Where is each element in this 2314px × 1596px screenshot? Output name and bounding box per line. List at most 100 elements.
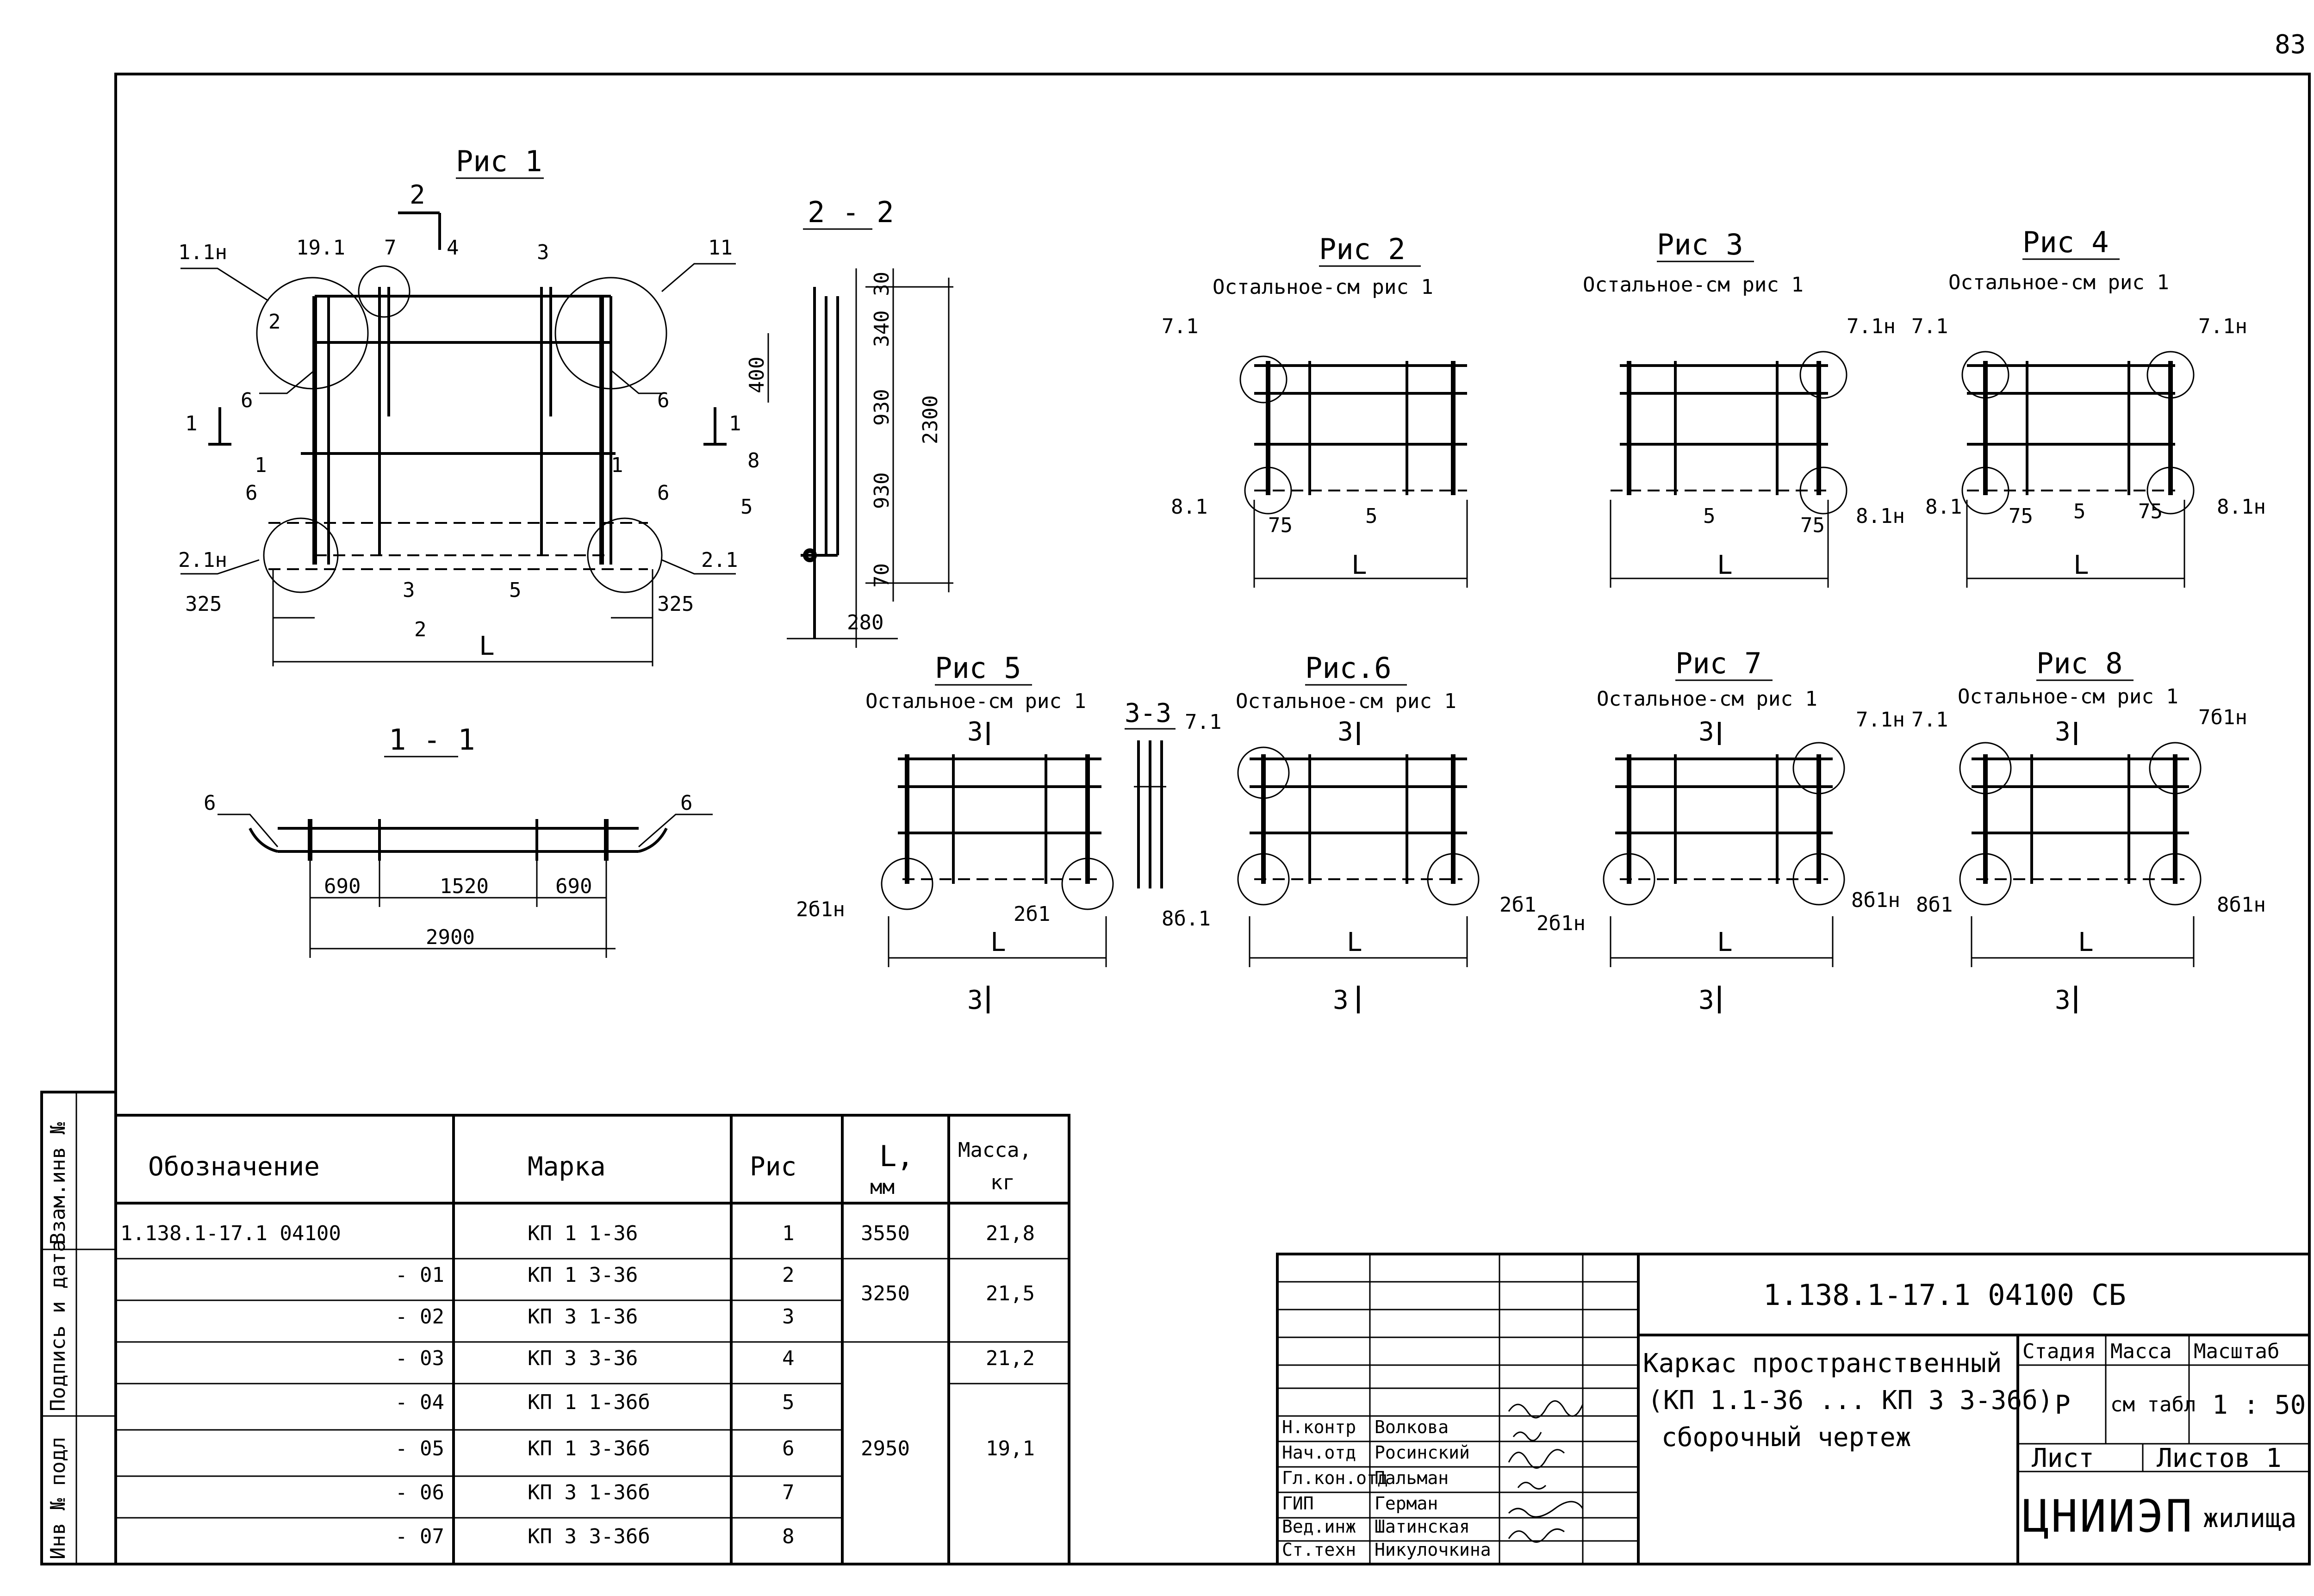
fig1-label-w: L [479, 631, 495, 661]
sec11-label-6a: 6 [204, 791, 216, 815]
row-mark: КП 1 3-36б [528, 1437, 650, 1460]
row-mark: КП 1 1-36б [528, 1391, 650, 1414]
fig1-label-c: 19.1 [296, 236, 345, 260]
row-fig: 5 [782, 1391, 795, 1414]
sec11-dim-1520: 1520 [440, 875, 489, 898]
fig3-subtitle: Остальное-см рис 1 [1583, 273, 1804, 297]
fig5-title: Рис 5 [935, 651, 1021, 685]
row-mass: 21,8 [986, 1222, 1035, 1245]
fig2-subtitle: Остальное-см рис 1 [1213, 275, 1433, 299]
fig3-label-L: L [1717, 550, 1733, 580]
fig8-label-3top: 3 [2055, 717, 2071, 747]
fig1-label-r: 3 [403, 578, 415, 602]
fig3-label-5: 5 [1703, 504, 1716, 528]
col-header-L: L, [879, 1139, 914, 1173]
fig7-label-3bot: 3 [1698, 985, 1714, 1015]
row-L: 3250 [861, 1282, 910, 1305]
sec22-dim-2300: 2300 [919, 395, 942, 444]
left-margin-strip: Инв № подл Подпись и дата Взам.инв № [40, 1091, 117, 1565]
fig5-label-2b1: 2б1 [1014, 902, 1050, 926]
sec22-dim-400: 400 [745, 357, 769, 393]
fig5-label-3bot: 3 [967, 985, 983, 1015]
fig4-label-75a: 75 [2009, 504, 2033, 528]
staff-role: Н.контр [1282, 1417, 1356, 1437]
staff-name: Герман [1375, 1493, 1438, 1514]
row-mass: 21,2 [986, 1347, 1035, 1370]
scale-label: Масштаб [2194, 1340, 2279, 1363]
fig7-label-2b1n: 2б1н [1536, 912, 1586, 935]
stage-value: Р [2055, 1390, 2071, 1420]
fig1-label-i: 6 [241, 389, 253, 412]
staff-role: ГИП [1282, 1493, 1314, 1514]
fig4-label-5: 5 [2073, 500, 2086, 523]
scale-value: 1 : 50 [2212, 1390, 2306, 1420]
row-fig: 3 [782, 1305, 795, 1329]
sheets-label: Листов 1 [2157, 1443, 2282, 1473]
col-header-L-unit: мм [870, 1175, 895, 1199]
col-header-designation: Обозначение [148, 1152, 320, 1182]
sec11-dim-2900: 2900 [426, 925, 475, 949]
fig8-label-L: L [2078, 927, 2094, 957]
fig8-title: Рис 8 [2036, 646, 2123, 680]
row-designation: - 01 [395, 1263, 444, 1287]
fig1-label-x: 2 [414, 618, 427, 641]
fig5-subtitle: Остальное-см рис 1 [865, 689, 1086, 713]
sheet-frame [114, 73, 2311, 1565]
col-header-mass: Масса, [958, 1138, 1032, 1162]
margin-label-inv: Инв № подл [46, 1437, 70, 1559]
col-header-mark: Марка [528, 1152, 606, 1182]
fig1-label-v: 325 [657, 592, 694, 616]
col-header-fig: Рис [750, 1152, 796, 1182]
figure-1: Рис 1 [178, 144, 741, 666]
title-line-2: (КП 1.1-36 ... КП 3 3-36б) [1648, 1385, 2053, 1416]
title-line-1: Каркас пространственный [1643, 1348, 2002, 1379]
figure-2: Рис 2 Остальное-см рис 1 7.1 8.1 75 5 L [1162, 232, 1468, 588]
fig1-label-b: 1.1н [178, 241, 227, 264]
org-main: ЦНИИЭП [2022, 1490, 2194, 1542]
staff-role: Вед.инж [1282, 1516, 1356, 1537]
fig1-label-j: 6 [657, 389, 670, 412]
fig1-label-l: 1 [729, 412, 741, 435]
sec22-dim-930a: 930 [870, 389, 894, 426]
fig6-label-71: 7.1 [1185, 710, 1221, 734]
fig1-label-o: 6 [245, 481, 258, 505]
fig8-label-8b1: 8б1 [1916, 893, 1953, 917]
fig1-label-h: 2 [268, 310, 281, 334]
row-designation: - 04 [395, 1391, 444, 1414]
fig8-subtitle: Остальное-см рис 1 [1958, 685, 2178, 708]
fig7-label-71n: 7.1н [1856, 708, 1905, 732]
fig1-label-p: 6 [657, 481, 670, 505]
fig1-label-m: 1 [255, 453, 267, 477]
fig6-label-2b1: 2б1 [1499, 893, 1536, 917]
row-designation: - 03 [395, 1347, 444, 1370]
fig8-label-3bot: 3 [2055, 985, 2071, 1015]
figure-4: Рис 4 Остальное-см рис 1 7.1 7.1н 8.1 75… [1911, 225, 2266, 588]
fig5-label-3top: 3 [967, 717, 983, 747]
fig1-label-k: 1 [185, 412, 198, 435]
figure-6: Рис.6 Остальное-см рис 1 7.1 3 8б.1 2б1 … [1162, 651, 1536, 1015]
sec22-label-5: 5 [740, 495, 753, 519]
staff-name: Волкова [1375, 1417, 1449, 1437]
fig1-label-u: 325 [185, 592, 222, 616]
fig4-title: Рис 4 [2022, 225, 2109, 259]
mass-label: Масса [2110, 1340, 2171, 1363]
row-fig: 7 [782, 1481, 795, 1504]
fig4-label-75b: 75 [2138, 500, 2163, 523]
row-mass: 21,5 [986, 1282, 1035, 1305]
fig6-label-L: L [1347, 927, 1362, 957]
sec22-dim-30: 30 [870, 272, 894, 296]
sec22-dim-280: 280 [847, 611, 883, 634]
doc-code: 1.138.1-17.1 04100 СБ [1763, 1278, 2126, 1312]
row-L: 3550 [861, 1222, 910, 1245]
sec22-dim-930b: 930 [870, 472, 894, 509]
row-fig: 2 [782, 1263, 795, 1287]
staff-name: Росинский [1375, 1442, 1470, 1463]
fig6-label-3top: 3 [1337, 717, 1353, 747]
page-number: 83 [2275, 30, 2306, 60]
staff-role: Гл.кон.отд [1282, 1468, 1388, 1488]
fig2-title: Рис 2 [1319, 232, 1406, 266]
org-sub: жилища [2203, 1503, 2296, 1534]
row-mark: КП 3 1-36б [528, 1481, 650, 1504]
